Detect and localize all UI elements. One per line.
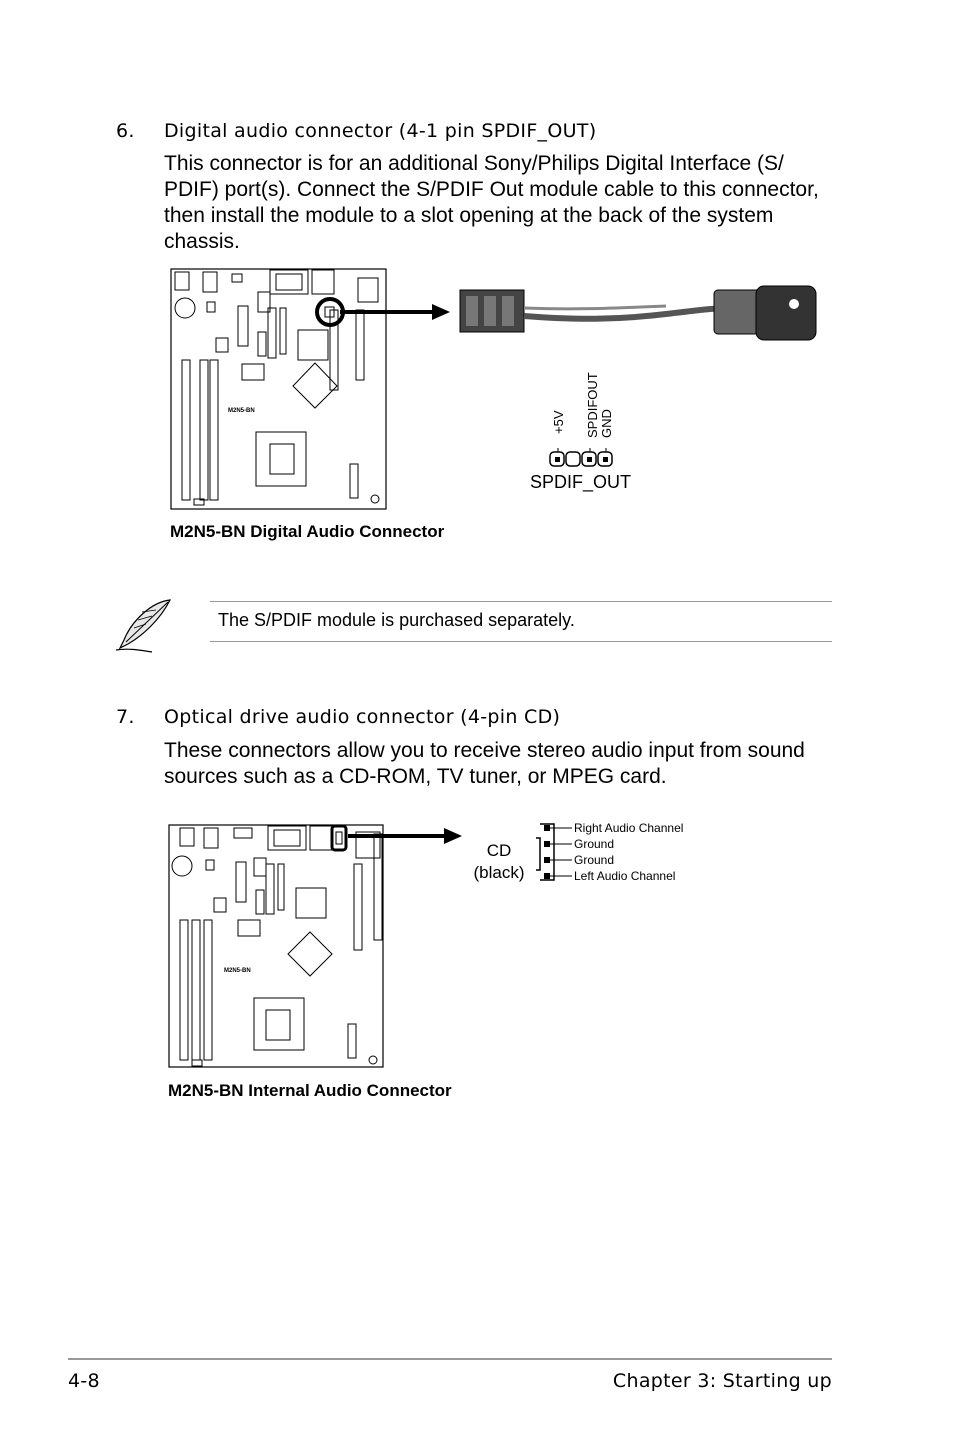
page-number: 4-8 — [68, 1370, 100, 1392]
motherboard-diagram-2: M2N5-BN — [168, 824, 384, 1068]
note-top-rule — [210, 601, 832, 602]
pin-label-5v: +5V — [551, 410, 566, 435]
spdif-cable-illustration — [459, 285, 817, 341]
cd-pin-label: Ground — [574, 837, 615, 851]
motherboard-diagram-1: M2N5-BN — [170, 268, 387, 510]
cd-pin-label: Right Audio Channel — [574, 821, 684, 835]
note-bottom-rule — [210, 641, 832, 642]
cd-pin-connector — [536, 823, 572, 881]
note-text: The S/PDIF module is purchased separatel… — [218, 610, 575, 630]
spdif-out-label: SPDIF_OUT — [530, 472, 632, 492]
feather-pen-icon — [115, 599, 172, 653]
section-7-heading: 7. Optical drive audio connector (4-pin … — [116, 706, 816, 732]
figure-caption-2: M2N5-BN Internal Audio Connector — [168, 1081, 452, 1100]
figure-caption-1: M2N5-BN Digital Audio Connector — [170, 522, 445, 541]
section-6-heading: 6. Digital audio connector (4-1 pin SPDI… — [116, 120, 816, 146]
section-6-title: Digital audio connector (4-1 pin SPDIF_O… — [164, 120, 597, 142]
cd-pin-label: Left Audio Channel — [574, 869, 676, 883]
section-6-paragraph: This connector is for an additional Sony… — [164, 151, 854, 255]
paragraph-line: chassis. — [164, 230, 240, 253]
section-6-number: 6. — [116, 120, 135, 142]
paragraph-line: PDIF) port(s). Connect the S/PDIF Out mo… — [164, 178, 819, 201]
cd-connector-label: CD (black) — [473, 841, 525, 882]
cd-pin-label: Ground — [574, 853, 615, 867]
paragraph-line: This connector is for an additional Sony… — [164, 152, 784, 175]
board-label: M2N5-BN — [228, 408, 255, 414]
arrow-icon — [340, 304, 450, 320]
spdif-pin-header — [549, 448, 613, 467]
board-label: M2N5-BN — [224, 968, 251, 974]
section-7-paragraph: These connectors allow you to receive st… — [164, 738, 854, 790]
section-7-number: 7. — [116, 706, 135, 728]
arrow-icon — [348, 828, 462, 844]
paragraph-line: sources such as a CD-ROM, TV tuner, or M… — [164, 765, 667, 788]
paragraph-line: then install the module to a slot openin… — [164, 204, 774, 227]
section-7-title: Optical drive audio connector (4-pin CD) — [164, 706, 561, 728]
footer-rule — [68, 1358, 832, 1360]
paragraph-line: These connectors allow you to receive st… — [164, 739, 805, 762]
pin-label-gnd: GND — [599, 409, 614, 438]
chapter-title: Chapter 3: Starting up — [612, 1370, 832, 1392]
